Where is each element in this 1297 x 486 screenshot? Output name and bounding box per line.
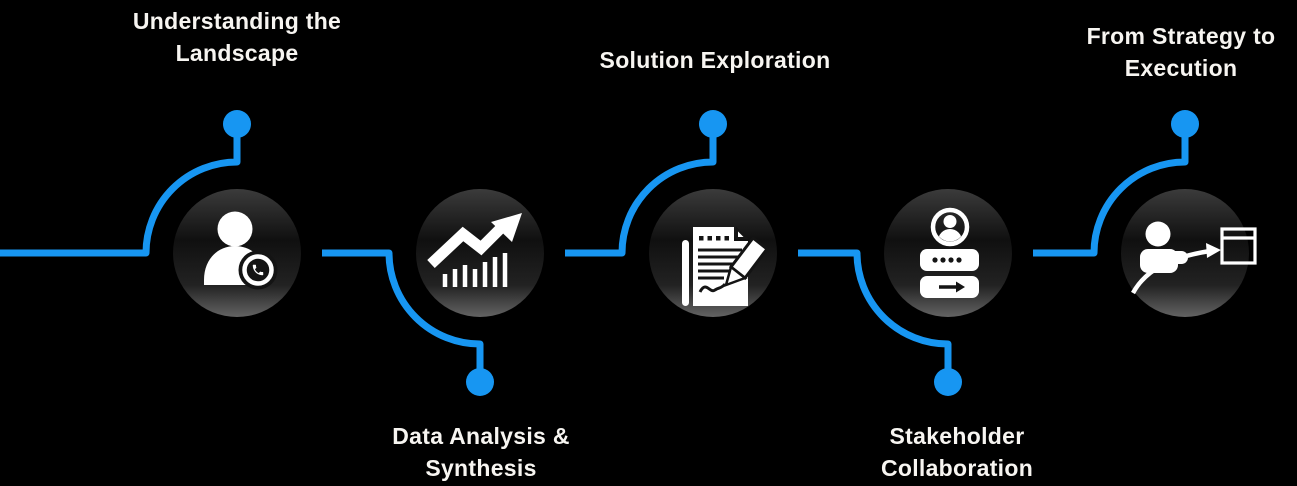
step-5-label-line-2: Execution — [1124, 55, 1238, 81]
textured-ring — [628, 168, 798, 338]
step-4-node — [863, 168, 1033, 338]
step-3-label-line-1: Solution Exploration — [599, 47, 831, 73]
step-2-label-line-1: Data Analysis & — [392, 423, 570, 449]
user-contact-phone-icon — [204, 211, 278, 290]
milestone-dot-4 — [934, 368, 962, 396]
milestone-dot-3 — [699, 110, 727, 138]
step-5-node — [1100, 168, 1270, 338]
connector-path — [0, 130, 1189, 376]
step-3-node — [628, 168, 798, 338]
milestone-dot-1 — [223, 110, 251, 138]
textured-ring — [1100, 168, 1270, 338]
step-4-label: Stakeholder Collaboration — [817, 420, 1097, 484]
milestone-dot-5 — [1171, 110, 1199, 138]
growth-chart-arrow-icon — [427, 213, 522, 287]
step-1-label-line-2: Landscape — [175, 40, 299, 66]
textured-ring — [395, 168, 565, 338]
step-5-label: From Strategy to Execution — [1041, 20, 1297, 84]
step-1-label: Understanding the Landscape — [97, 5, 377, 69]
textured-ring — [863, 168, 1033, 338]
step-4-label-line-1: Stakeholder — [889, 423, 1025, 449]
step-5-label-line-1: From Strategy to — [1086, 23, 1276, 49]
textured-ring — [152, 168, 322, 338]
milestone-dot-2 — [466, 368, 494, 396]
step-3-label: Solution Exploration — [575, 44, 855, 76]
step-1-label-line-1: Understanding the — [132, 8, 342, 34]
step-2-label-line-2: Synthesis — [425, 455, 537, 481]
user-login-fields-icon — [920, 207, 979, 298]
step-2-node — [395, 168, 565, 338]
step-2-label: Data Analysis & Synthesis — [341, 420, 621, 484]
user-to-app-window-icon — [1131, 221, 1257, 295]
step-4-label-line-2: Collaboration — [880, 455, 1034, 481]
contract-signing-icon — [682, 226, 770, 306]
step-1-node — [152, 168, 322, 338]
